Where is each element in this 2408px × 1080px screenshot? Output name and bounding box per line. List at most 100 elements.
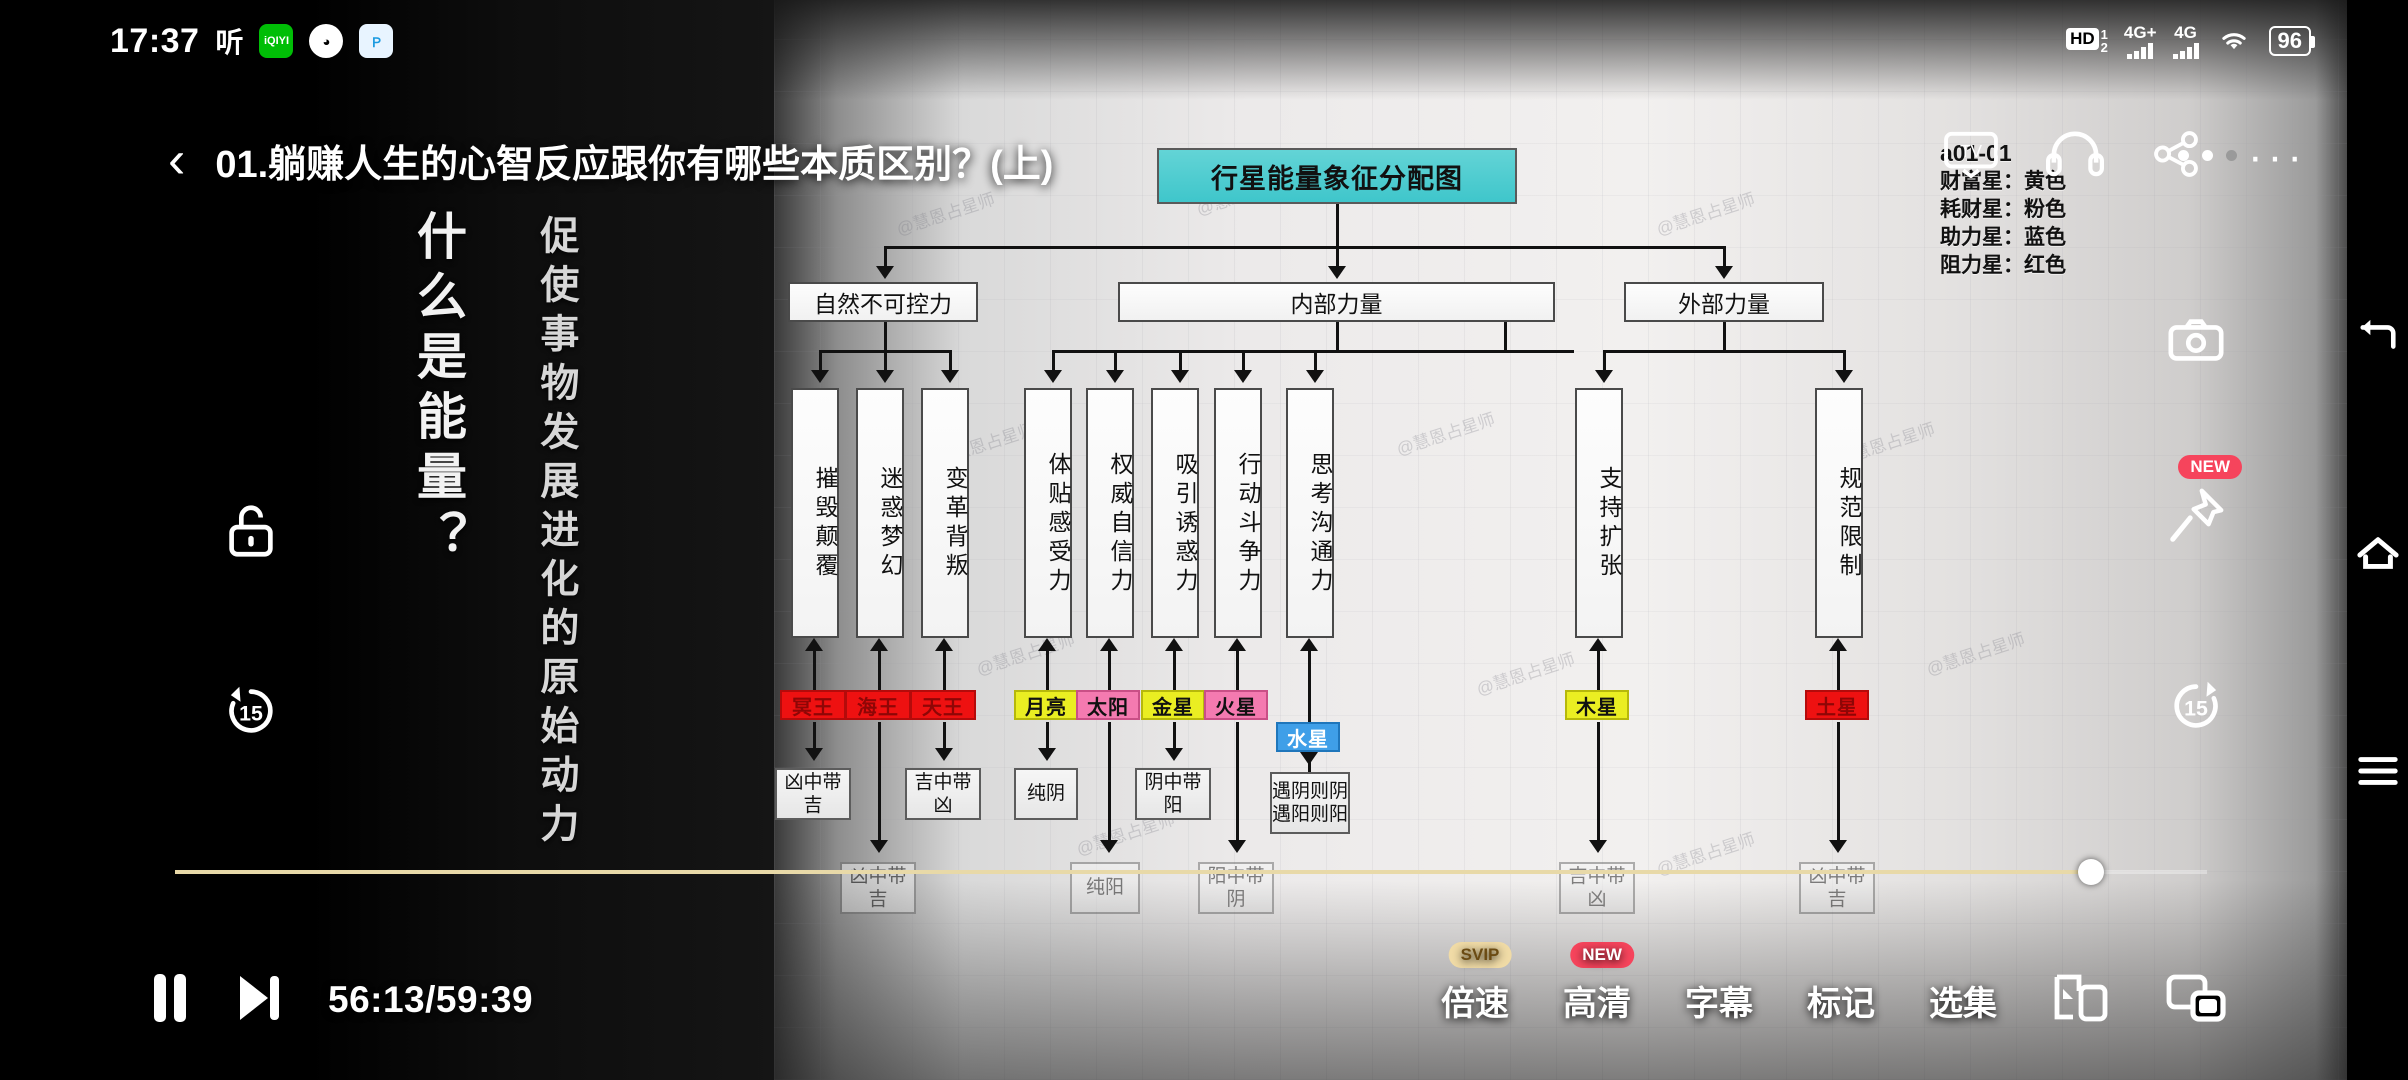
result-box: 纯阴 [1014, 768, 1078, 820]
arrow [1595, 370, 1613, 383]
battery-indicator: 96 [2268, 26, 2316, 56]
system-menu-icon[interactable] [2357, 753, 2399, 794]
episodes-button[interactable]: 选集 [1929, 984, 1997, 1023]
arrow [870, 840, 888, 853]
compass-icon: ◕ [309, 24, 344, 58]
system-home-icon[interactable] [2356, 534, 2400, 581]
legend-line: 助力星：蓝色 [1940, 225, 2066, 249]
connector [1336, 322, 1339, 350]
arrow [1829, 840, 1847, 853]
hd-label: HD [2066, 28, 2099, 50]
tv-cast-icon[interactable]: TV [1942, 130, 2000, 183]
connector [1108, 722, 1111, 844]
status-clock: 17:37 [110, 21, 200, 60]
cast-to-device-icon[interactable] [2051, 971, 2111, 1030]
more-dots-icon[interactable]: ··· [2248, 131, 2307, 181]
connector [878, 722, 881, 844]
connector [1052, 350, 1055, 372]
status-bar: 17:37 听 iQIYI ◕ Ｐ HD 1 2 4G+ [0, 0, 2347, 82]
more-options-dots[interactable] [2178, 150, 2237, 161]
connector [884, 350, 887, 372]
signal-bars-icon [2172, 42, 2199, 59]
connector [1046, 722, 1049, 750]
planet-chip: 冥王 [780, 690, 846, 720]
subtitle-button[interactable]: 字幕 [1685, 984, 1753, 1023]
caption-column-1: 什么是能量？ [410, 210, 466, 570]
pause-button[interactable] [150, 970, 190, 1031]
connector [813, 722, 816, 750]
svg-text:TV: TV [1960, 141, 1983, 161]
progress-filled [175, 870, 2092, 874]
category-box: 外部力量 [1624, 282, 1824, 322]
diagram-title: 行星能量象征分配图 [1157, 148, 1517, 204]
trait-box: 权威自信力 [1086, 388, 1134, 638]
quality-button[interactable]: NEW 高清 [1563, 941, 1634, 1025]
watermark: @慧恩占星师 [1394, 409, 1498, 460]
forward-15-button[interactable]: 15 [2165, 675, 2227, 742]
video-title: 01.躺赚人生的心智反应跟你有哪些本质区别？(上) [215, 143, 1054, 186]
trait-box: 规范限制 [1815, 388, 1863, 638]
headphone-icon[interactable] [2046, 130, 2105, 183]
planet-chip: 天王 [910, 690, 976, 720]
slide-bottom-shade [774, 880, 2347, 1080]
speed-button[interactable]: SVIP 倍速 [1441, 941, 1512, 1025]
title-bar-actions: TV ··· [1942, 130, 2307, 183]
legend-line: 耗财星：粉色 [1940, 198, 2066, 222]
svg-text:15: 15 [239, 702, 263, 726]
connector [943, 650, 946, 690]
connector [1336, 204, 1339, 246]
pin-new-badge: NEW [2178, 455, 2242, 479]
trait-box: 思考沟通力 [1286, 388, 1334, 638]
app-icon: Ｐ [359, 24, 394, 58]
arrow [1100, 840, 1118, 853]
trait-box: 吸引诱惑力 [1151, 388, 1199, 638]
connector [1723, 246, 1726, 268]
progress-handle[interactable] [2078, 859, 2105, 885]
arrow [870, 638, 888, 651]
signal-sim1: 4G+ [2124, 24, 2157, 59]
arrow [1306, 370, 1324, 383]
player-control-bar: 56:13/59:39 SVIP 倍速 NEW 高清 字幕 标记 选集 [0, 920, 2347, 1080]
svg-text:15: 15 [2184, 697, 2208, 721]
planet-chip: 金星 [1141, 690, 1205, 720]
arrow [1228, 638, 1246, 651]
back-button[interactable]: ‹ [168, 131, 186, 189]
screenshot-button[interactable] [2165, 310, 2227, 377]
connector [884, 246, 887, 268]
player-title-bar: ‹ 01.躺赚人生的心智反应跟你有哪些本质区别？(上) [0, 120, 2347, 200]
planet-chip: 土星 [1805, 690, 1869, 720]
mark-button[interactable]: 标记 [1807, 984, 1875, 1023]
connector [1603, 350, 1606, 372]
connector [1052, 350, 1574, 353]
planet-chip: 太阳 [1076, 690, 1140, 720]
next-episode-button[interactable] [236, 970, 282, 1031]
arrow [1106, 370, 1124, 383]
share-icon[interactable] [2150, 130, 2202, 183]
category-box: 内部力量 [1118, 282, 1555, 322]
pin-button[interactable] [2165, 485, 2227, 552]
quality-label: 高清 [1563, 984, 1631, 1023]
system-back-icon[interactable] [2357, 316, 2399, 363]
video-player[interactable]: @慧恩占星师 @慧恩占星师 @慧恩占星师 @慧恩占星师 @慧恩占星师 @慧恩占星… [0, 0, 2347, 1080]
arrow [1328, 266, 1346, 279]
connector [1173, 650, 1176, 690]
svip-badge: SVIP [1448, 941, 1512, 968]
result-box: 吉中带凶 [905, 768, 981, 820]
lock-button[interactable] [220, 500, 282, 567]
planet-chip: 火星 [1204, 690, 1268, 720]
connector [1504, 322, 1507, 350]
arrow [1589, 840, 1607, 853]
arrow [935, 638, 953, 651]
iqiyi-icon: iQIYI [259, 24, 294, 58]
result-box: 凶中带吉 [775, 768, 851, 820]
hd-volte-icon: HD 1 2 [2066, 28, 2108, 54]
picture-in-picture-icon[interactable] [2165, 971, 2227, 1030]
rewind-15-button[interactable]: 15 [220, 680, 282, 747]
progress-bar[interactable] [175, 859, 2207, 885]
trait-box: 行动斗争力 [1214, 388, 1262, 638]
arrow [1829, 638, 1847, 651]
arrow [805, 638, 823, 651]
connector [1336, 246, 1339, 268]
trait-box: 摧毁颠覆 [791, 388, 839, 638]
arrow [941, 370, 959, 383]
